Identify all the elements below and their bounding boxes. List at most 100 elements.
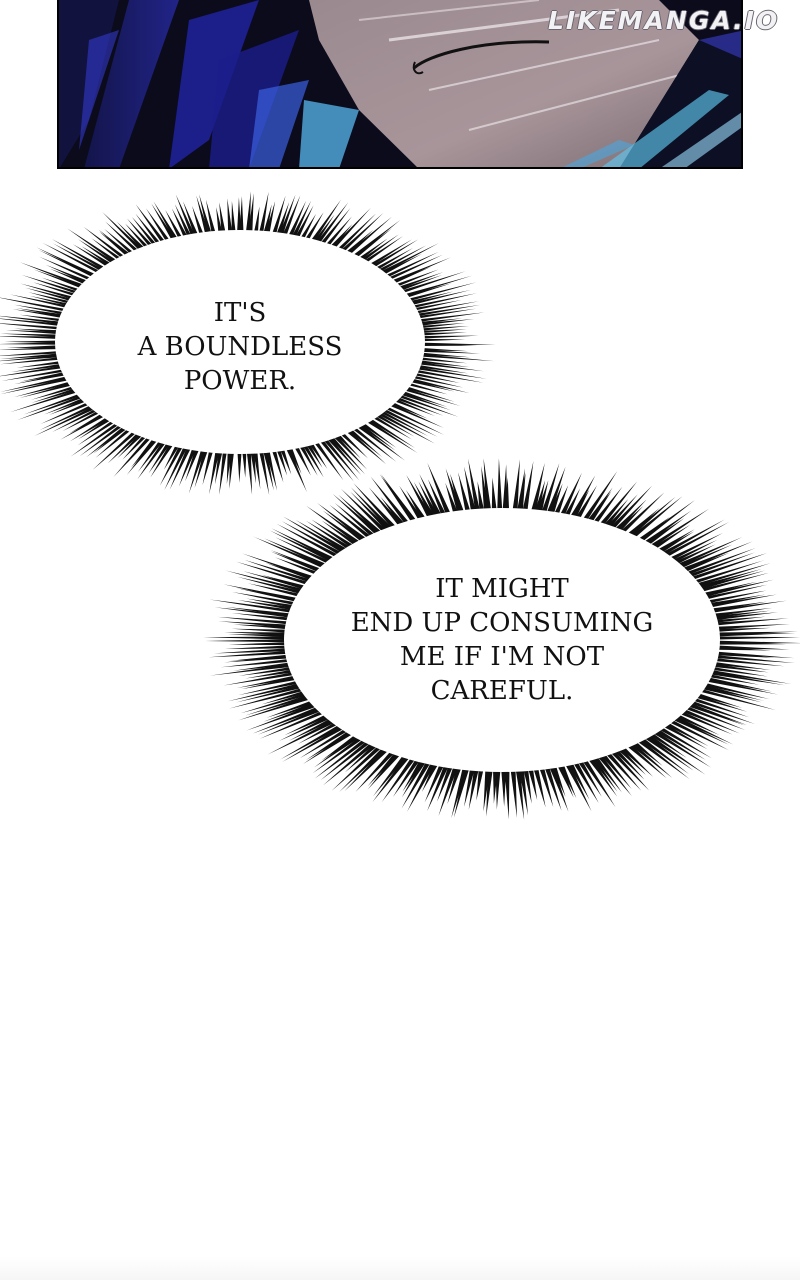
burst-spike [599, 752, 632, 790]
burst-spike [418, 319, 475, 326]
burst-spike [712, 612, 779, 621]
burst-spike [650, 524, 691, 551]
burst-spike [261, 690, 308, 705]
burst-spike [705, 677, 773, 692]
burst-spike [91, 238, 124, 262]
burst-spike [548, 764, 569, 812]
burst-spike [656, 726, 712, 759]
burst-spike [244, 559, 313, 583]
burst-spike [680, 708, 740, 734]
burst-spike [694, 563, 771, 587]
burst-spike [34, 406, 97, 437]
burst-spike [344, 428, 387, 465]
burst-spike [464, 766, 476, 807]
burst-spike [343, 229, 374, 256]
burst-spike [70, 421, 121, 457]
burst-spike [288, 717, 335, 741]
burst-spike [52, 408, 100, 433]
burst-spike [650, 729, 712, 768]
burst-spike [629, 496, 683, 540]
burst-spike [383, 251, 439, 279]
burst-spike [242, 553, 316, 580]
burst-spike [30, 385, 77, 400]
burst-spike [399, 271, 466, 294]
burst-spike [376, 245, 427, 273]
burst-spike [297, 443, 318, 476]
burst-spike [253, 536, 328, 569]
burst-spike [372, 754, 412, 803]
burst-spike [341, 488, 389, 534]
burst-spike [214, 648, 289, 654]
burst-spike [373, 248, 413, 271]
burst-spike [23, 393, 83, 415]
burst-spike [238, 666, 294, 676]
burst-spike [146, 208, 172, 244]
burst-spike [331, 744, 384, 791]
burst-spike [238, 680, 301, 696]
burst-spike [375, 411, 436, 444]
burst-spike [420, 332, 468, 336]
burst-spike [199, 194, 213, 236]
burst-spike [601, 499, 629, 529]
burst-spike [355, 749, 397, 793]
burst-spike [415, 308, 477, 319]
burst-spike [270, 551, 323, 573]
burst-spike [683, 705, 746, 731]
burst-spike [614, 505, 644, 533]
burst-spike [670, 539, 718, 564]
burst-spike [358, 234, 399, 263]
burst-spike [715, 641, 787, 645]
burst-spike [228, 687, 306, 709]
burst-spike [236, 684, 304, 703]
burst-spike [356, 238, 388, 262]
burst-spike [284, 713, 331, 736]
burst-spike [543, 764, 562, 811]
burst-spike [223, 671, 297, 686]
burst-spike [625, 508, 660, 538]
burst-spike [677, 710, 733, 735]
burst-spike [563, 488, 581, 519]
burst-spike [681, 552, 730, 573]
burst-spike [458, 472, 472, 514]
burst-spike [86, 425, 128, 458]
burst-spike [0, 336, 60, 340]
burst-spike [314, 734, 362, 768]
burst-spike [117, 432, 145, 459]
burst-spike [667, 532, 724, 562]
burst-spike [293, 444, 311, 476]
burst-spike [0, 357, 62, 365]
burst-spike [713, 618, 789, 626]
burst-spike [329, 504, 374, 540]
burst-spike [595, 753, 632, 797]
burst-spike [450, 473, 465, 515]
watermark-logo: LIKEMANGA.IO [548, 6, 780, 35]
burst-spike [314, 738, 369, 779]
burst-spike [246, 449, 253, 495]
burst-spike [380, 408, 438, 437]
burst-spike [250, 449, 256, 484]
burst-spike [135, 213, 162, 246]
burst-spike [275, 537, 333, 565]
burst-spike [697, 570, 766, 591]
burst-spike [245, 694, 311, 716]
burst-spike [306, 729, 354, 760]
burst-spike [556, 762, 574, 798]
burst-spike [418, 357, 468, 364]
burst-spike [39, 256, 94, 282]
burst-spike [667, 718, 729, 751]
burst-spike [14, 328, 61, 333]
burst-spike [295, 519, 350, 553]
burst-spike [174, 204, 193, 239]
burst-spike [715, 633, 796, 637]
burst-spike [647, 731, 687, 758]
burst-spike [345, 216, 392, 256]
burst-spike [39, 404, 95, 431]
burst-spike [224, 645, 289, 650]
burst-spike [261, 574, 308, 590]
burst-spike [413, 369, 484, 383]
burst-spike [271, 528, 337, 562]
burst-spike [702, 579, 774, 598]
burst-spike [483, 458, 492, 513]
burst-spike [28, 292, 73, 305]
burst-spike [705, 590, 767, 604]
